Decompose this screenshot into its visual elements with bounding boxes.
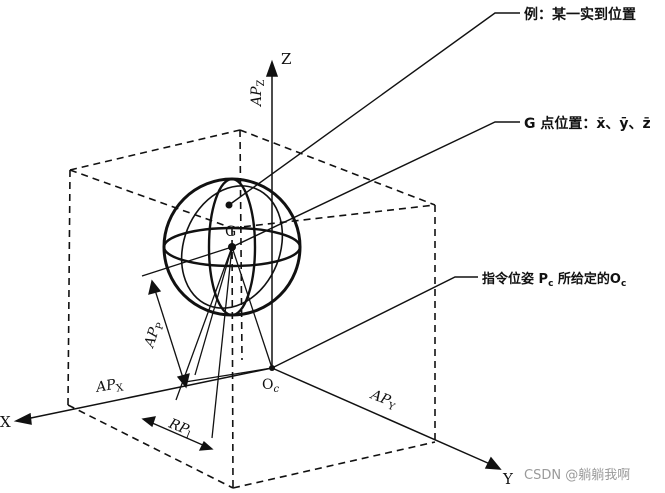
command-pose-text: 指令位姿 P xyxy=(482,271,548,287)
axes xyxy=(13,59,502,470)
ap-p-text: AP xyxy=(141,325,163,351)
reference-cube xyxy=(67,129,436,489)
x-axis xyxy=(25,367,273,420)
ap-y-text: AP xyxy=(367,386,393,409)
accuracy-sphere xyxy=(162,177,302,317)
ap-x-sub: X xyxy=(115,382,125,394)
ap-x-label: APX xyxy=(93,375,125,398)
center-g-label: G xyxy=(225,224,236,240)
cube-edge xyxy=(231,204,436,229)
rp-l-text: RP xyxy=(166,415,192,438)
sphere-equator xyxy=(162,226,302,268)
dimension-lines xyxy=(141,279,214,451)
y-axis xyxy=(271,367,491,465)
leader-example xyxy=(228,12,520,206)
axis-y-label: Y xyxy=(502,470,514,488)
cube-edge xyxy=(69,169,233,229)
ray-to-rp xyxy=(194,246,233,376)
ap-baseline xyxy=(184,367,273,383)
y-axis-arrow xyxy=(484,456,502,470)
cube-edge xyxy=(67,169,71,406)
ap-y-label: APY xyxy=(366,386,399,413)
sphere-meridian-tilted xyxy=(180,185,284,309)
ray-left xyxy=(141,246,233,277)
z-axis-arrow xyxy=(265,59,279,77)
sphere-meridian xyxy=(207,177,257,317)
cube-edge xyxy=(239,129,436,206)
ap-p-sub: P xyxy=(154,321,167,331)
origin-letter: O xyxy=(262,377,273,393)
annotation-g-point: G 点位置：x̄、ȳ、z̄ xyxy=(524,115,651,132)
ap-p-label: APP xyxy=(141,319,167,352)
ap-z-label: APZ xyxy=(249,79,267,108)
origin-label: Oc xyxy=(262,377,279,395)
watermark: CSDN @躺躺我啊 xyxy=(524,467,630,483)
ap-p-arrow-top xyxy=(148,279,162,295)
rp-l-label: RPl xyxy=(165,415,194,441)
origin-sub: c xyxy=(273,384,279,395)
cube-edge xyxy=(231,227,234,489)
ray-lower-right xyxy=(211,246,233,439)
axis-x-label: X xyxy=(0,413,11,431)
x-axis-arrow xyxy=(13,412,32,425)
rp-l-arrow-left xyxy=(141,416,156,428)
ray-to-origin xyxy=(231,246,273,369)
axis-z-label: Z xyxy=(281,50,291,68)
annotation-command-pose: 指令位姿 Pc 所给定的Oc xyxy=(482,271,626,289)
rp-l-sub: l xyxy=(184,430,191,441)
command-pose-sub: c xyxy=(548,279,553,289)
rp-l-dimension xyxy=(149,421,206,447)
cube-edge xyxy=(232,441,436,489)
leader-g-point xyxy=(231,121,520,248)
command-pose-tail: 所给定的O xyxy=(553,271,621,287)
command-pose-tail-sub: c xyxy=(621,279,626,289)
annotation-example-position: 例：某一实到位置 xyxy=(524,6,636,23)
cube-edge xyxy=(239,129,243,361)
cube-edge xyxy=(67,404,234,489)
rp-l-arrow-right xyxy=(198,440,214,451)
cube-edge xyxy=(69,129,241,171)
ap-p-arrow-bottom xyxy=(176,373,190,389)
ap-y-sub: Y xyxy=(385,400,397,413)
ap-p-dimension xyxy=(154,289,184,379)
ap-z-text: AP xyxy=(249,86,265,108)
ap-z-sub: Z xyxy=(256,79,267,86)
ap-x-text: AP xyxy=(93,377,118,397)
leader-lines xyxy=(228,12,520,369)
leader-command-pose xyxy=(271,276,478,369)
